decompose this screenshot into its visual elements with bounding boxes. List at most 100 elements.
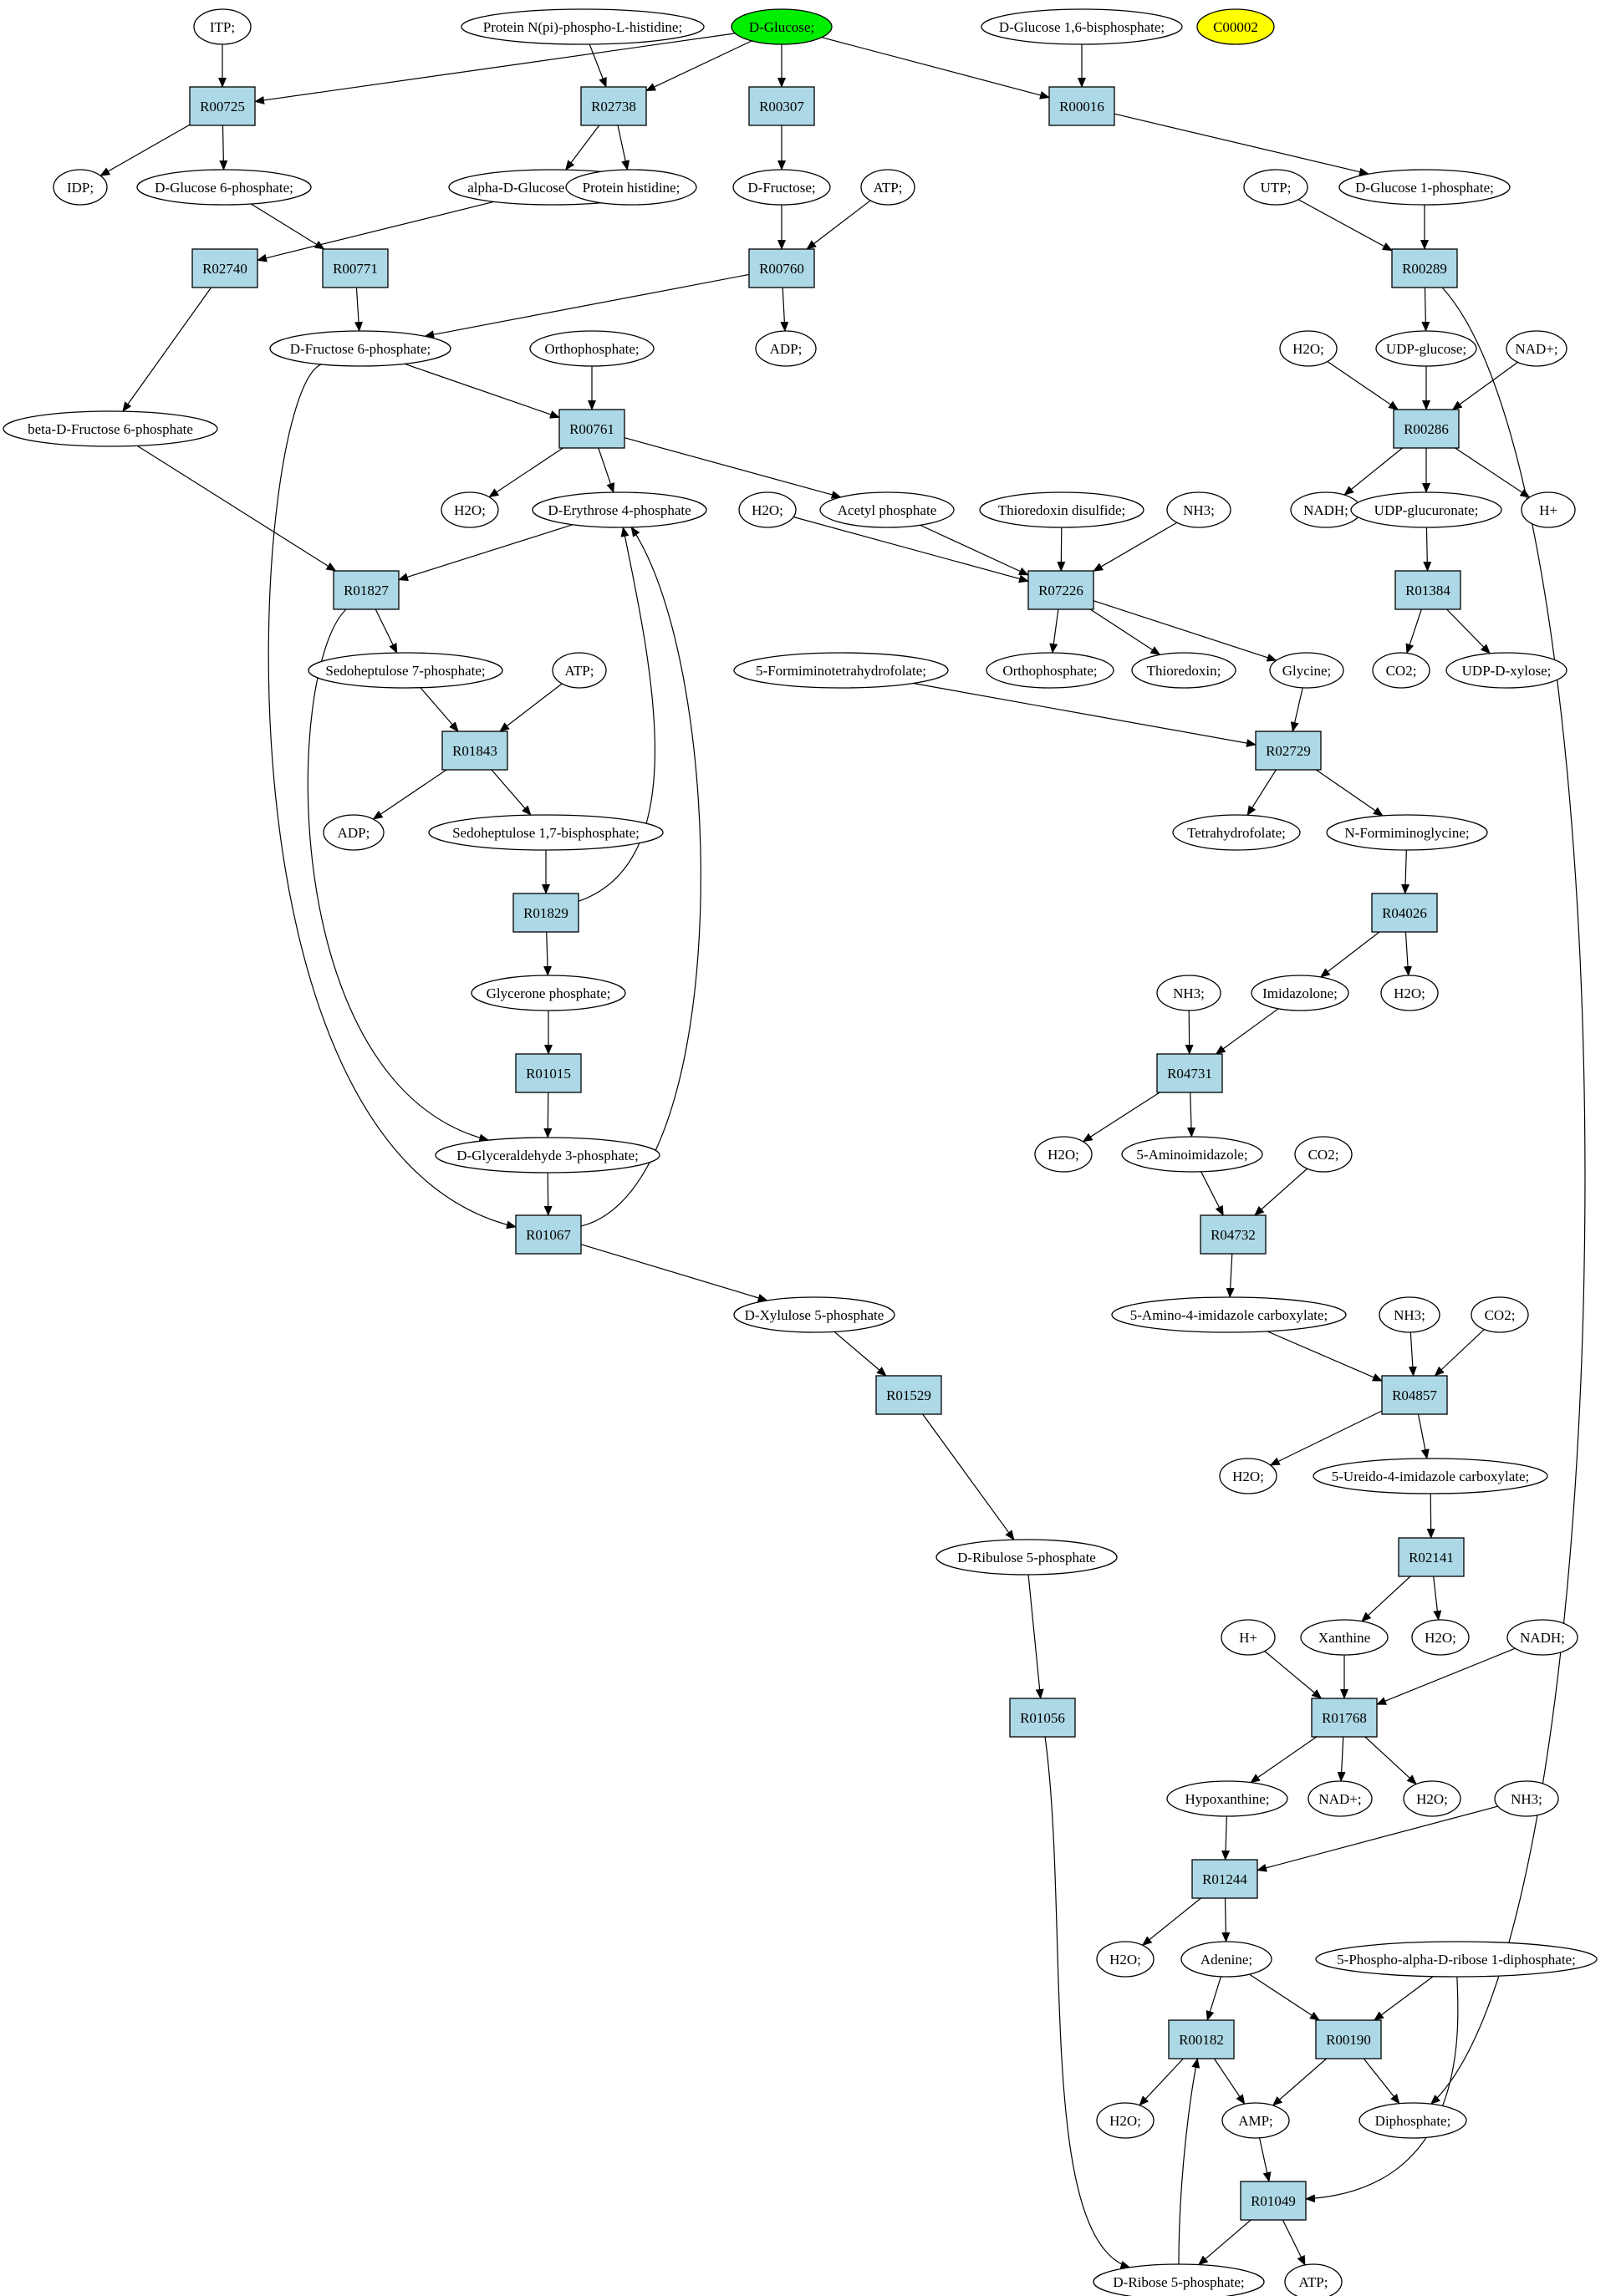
compound-node-atp3[interactable]: ATP; (1284, 2263, 1343, 2296)
compound-node-udpglucose[interactable]: UDP-glucose; (1375, 330, 1477, 367)
compound-node-h2o_j[interactable]: H2O; (1096, 2102, 1155, 2139)
compound-node-prpp[interactable]: 5-Phospho-alpha-D-ribose 1-diphosphate; (1315, 1941, 1598, 1978)
compound-node-acetylp[interactable]: Acetyl phosphate (819, 491, 955, 528)
compound-node-h2o_g[interactable]: H2O; (1411, 1619, 1470, 1656)
compound-node-amp[interactable]: AMP; (1221, 2102, 1290, 2139)
compound-node-diphosphate[interactable]: Diphosphate; (1358, 2102, 1467, 2139)
compound-node-dglucose1p[interactable]: D-Glucose 1-phosphate; (1338, 169, 1511, 206)
reaction-node-r00771[interactable]: R00771 (322, 248, 389, 288)
compound-node-orthophosphate1[interactable]: Orthophosphate; (529, 330, 655, 367)
compound-node-nh3_c[interactable]: NH3; (1379, 1296, 1440, 1333)
compound-node-dfructose[interactable]: D-Fructose; (732, 169, 831, 206)
compound-node-atp2[interactable]: ATP; (552, 652, 607, 689)
reaction-node-r01829[interactable]: R01829 (512, 893, 579, 933)
reaction-node-r00182[interactable]: R00182 (1168, 2019, 1235, 2059)
reaction-node-r02141[interactable]: R02141 (1398, 1537, 1465, 1577)
compound-node-dribulose5p[interactable]: D-Ribulose 5-phosphate (935, 1539, 1118, 1576)
reaction-node-r04857[interactable]: R04857 (1381, 1375, 1448, 1415)
compound-node-thf[interactable]: Tetrahydrofolate; (1172, 814, 1301, 851)
compound-node-hypoxanthine[interactable]: Hypoxanthine; (1166, 1780, 1288, 1817)
compound-node-utp[interactable]: UTP; (1243, 169, 1308, 206)
compound-node-h2o_d[interactable]: H2O; (1380, 975, 1439, 1011)
reaction-node-r02738[interactable]: R02738 (580, 86, 647, 126)
reaction-node-r00016[interactable]: R00016 (1048, 86, 1115, 126)
compound-node-dglucose6p[interactable]: D-Glucose 6-phosphate; (136, 169, 312, 206)
compound-node-idp[interactable]: IDP; (53, 169, 108, 206)
reaction-node-r01529[interactable]: R01529 (875, 1375, 942, 1415)
compound-node-c00002[interactable]: C00002 (1196, 8, 1275, 45)
reaction-node-r04026[interactable]: R04026 (1371, 893, 1438, 933)
compound-node-aica[interactable]: 5-Amino-4-imidazole carboxylate; (1111, 1296, 1347, 1333)
reaction-node-r02740[interactable]: R02740 (191, 248, 258, 288)
reaction-node-r00761[interactable]: R00761 (558, 409, 625, 449)
compound-node-dglucose16bp[interactable]: D-Glucose 1,6-bisphosphate; (981, 8, 1183, 45)
compound-node-glyceronep[interactable]: Glycerone phosphate; (471, 975, 626, 1011)
compound-node-co2_c[interactable]: CO2; (1471, 1296, 1529, 1333)
reaction-node-r01384[interactable]: R01384 (1394, 570, 1461, 610)
compound-node-dribose5p[interactable]: D-Ribose 5-phosphate; (1093, 2263, 1265, 2296)
reaction-node-r01067[interactable]: R01067 (515, 1214, 582, 1255)
compound-node-thioredoxin[interactable]: Thioredoxin; (1131, 652, 1236, 689)
reaction-node-r00286[interactable]: R00286 (1393, 409, 1460, 449)
compound-node-nadplus2[interactable]: NAD+; (1308, 1780, 1373, 1817)
compound-node-derythrose4p[interactable]: D-Erythrose 4-phosphate (532, 491, 707, 528)
compound-node-sedo17bp[interactable]: Sedoheptulose 1,7-bisphosphate; (428, 814, 664, 851)
compound-node-h2o_e[interactable]: H2O; (1034, 1136, 1093, 1173)
compound-node-nadplus1[interactable]: NAD+; (1506, 330, 1567, 367)
compound-node-proteinhis[interactable]: Protein histidine; (565, 169, 697, 206)
compound-node-adp1[interactable]: ADP; (755, 330, 817, 367)
compound-node-thioredoxin_ds[interactable]: Thioredoxin disulfide; (979, 491, 1144, 528)
compound-node-hplus1[interactable]: H+ (1521, 491, 1576, 528)
reaction-node-r07226[interactable]: R07226 (1027, 570, 1094, 610)
compound-node-xanthine[interactable]: Xanthine (1300, 1619, 1389, 1656)
compound-node-udpglucuronate[interactable]: UDP-glucuronate; (1350, 491, 1502, 528)
compound-node-dglucose[interactable]: D-Glucose; (731, 8, 833, 45)
reaction-node-r01244[interactable]: R01244 (1191, 1859, 1258, 1899)
compound-node-atp1[interactable]: ATP; (860, 169, 915, 206)
compound-node-co2_a[interactable]: CO2; (1372, 652, 1430, 689)
reaction-node-r00289[interactable]: R00289 (1391, 248, 1458, 288)
reaction-node-r01768[interactable]: R01768 (1311, 1698, 1378, 1738)
compound-node-nadh2[interactable]: NADH; (1506, 1619, 1578, 1656)
compound-node-orthophosphate2[interactable]: Orthophosphate; (986, 652, 1114, 689)
reaction-node-r01015[interactable]: R01015 (515, 1053, 582, 1093)
reaction-node-r02729[interactable]: R02729 (1255, 731, 1322, 771)
compound-node-dxylulose5p[interactable]: D-Xylulose 5-phosphate (733, 1296, 895, 1333)
compound-node-protein_nphospho[interactable]: Protein N(pi)-phospho-L-histidine; (461, 8, 705, 45)
compound-node-h2o_h[interactable]: H2O; (1403, 1780, 1461, 1817)
compound-node-nh3_d[interactable]: NH3; (1494, 1780, 1559, 1817)
compound-node-h2o_f[interactable]: H2O; (1219, 1458, 1277, 1494)
compound-node-h2o_c[interactable]: H2O; (738, 491, 797, 528)
compound-node-adp2[interactable]: ADP; (323, 814, 385, 851)
reaction-node-r01049[interactable]: R01049 (1240, 2181, 1307, 2221)
compound-node-aminoimidazole[interactable]: 5-Aminoimidazole; (1121, 1136, 1263, 1173)
compound-node-h2o_i[interactable]: H2O; (1096, 1941, 1155, 1978)
compound-node-betadf6p[interactable]: beta-D-Fructose 6-phosphate (3, 410, 218, 447)
reaction-node-r01056[interactable]: R01056 (1009, 1698, 1076, 1738)
compound-node-formimino_thf[interactable]: 5-Formiminotetrahydrofolate; (733, 652, 949, 689)
compound-node-nh3_b[interactable]: NH3; (1156, 975, 1221, 1011)
compound-node-sedo7p[interactable]: Sedoheptulose 7-phosphate; (308, 652, 503, 689)
compound-node-nformiminoglycine[interactable]: N-Formiminoglycine; (1326, 814, 1488, 851)
reaction-node-r01827[interactable]: R01827 (333, 570, 400, 610)
reaction-node-r04731[interactable]: R04731 (1156, 1053, 1223, 1093)
reaction-node-r00190[interactable]: R00190 (1315, 2019, 1382, 2059)
reaction-node-r01843[interactable]: R01843 (441, 731, 508, 771)
compound-node-adenine[interactable]: Adenine; (1180, 1941, 1272, 1978)
compound-node-ureidoimid[interactable]: 5-Ureido-4-imidazole carboxylate; (1313, 1458, 1548, 1494)
reaction-node-r00760[interactable]: R00760 (748, 248, 815, 288)
compound-node-glycine[interactable]: Glycine; (1269, 652, 1344, 689)
compound-node-h2o_b[interactable]: H2O; (441, 491, 499, 528)
compound-node-nadh1[interactable]: NADH; (1290, 491, 1362, 528)
reaction-node-r04732[interactable]: R04732 (1200, 1214, 1267, 1255)
reaction-node-r00307[interactable]: R00307 (748, 86, 815, 126)
compound-node-dgap[interactable]: D-Glyceraldehyde 3-phosphate; (435, 1137, 660, 1173)
compound-node-itp[interactable]: ITP; (193, 8, 252, 45)
compound-node-dfructose6p[interactable]: D-Fructose 6-phosphate; (269, 330, 451, 367)
compound-node-nh3_a[interactable]: NH3; (1166, 491, 1231, 528)
compound-node-co2_b[interactable]: CO2; (1294, 1136, 1353, 1173)
compound-node-h2o_a[interactable]: H2O; (1279, 330, 1338, 367)
reaction-node-r00725[interactable]: R00725 (189, 86, 256, 126)
compound-node-imidazolone[interactable]: Imidazolone; (1251, 975, 1349, 1011)
compound-node-hplus2[interactable]: H+ (1221, 1619, 1276, 1656)
